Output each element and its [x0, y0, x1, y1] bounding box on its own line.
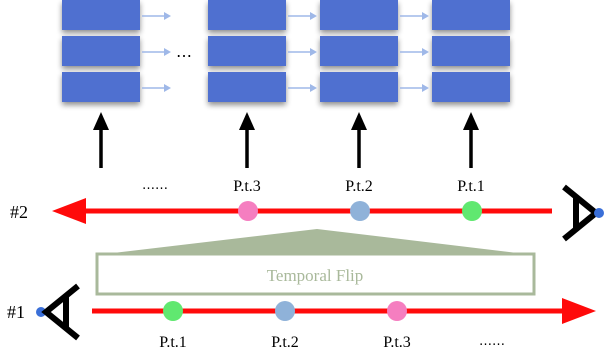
temporal-flip-box [95, 252, 536, 296]
timeline-1-point-3-label: P.t.3 [383, 334, 411, 351]
timeline-1-point-3 [387, 301, 407, 321]
timeline-1: #1 P.t.1 P.t.2 P.t.3 …… [7, 283, 596, 351]
up-arrow-icon [239, 112, 255, 168]
block-stacks [62, 0, 510, 102]
stack-connectors [142, 12, 429, 92]
timeline-1-ellipsis: …… [479, 334, 505, 349]
timeline-1-id: #1 [7, 302, 25, 322]
timeline-2: #2 P.t.3 P.t.2 P.t.1 …… [10, 178, 604, 242]
connector-arrow-icon [288, 12, 317, 20]
block [208, 72, 286, 102]
block [320, 36, 398, 66]
connector-arrow-icon [142, 84, 171, 92]
flip-funnel [96, 229, 534, 255]
timeline-1-point-2-label: P.t.2 [271, 334, 299, 351]
connector-arrow-icon [400, 12, 429, 20]
block [208, 0, 286, 30]
eye-icon [36, 283, 80, 341]
timeline-1-arrowhead-icon [562, 298, 596, 324]
block-stack-4 [432, 0, 510, 102]
connector-arrow-icon [142, 48, 171, 56]
timeline-2-point-3 [238, 201, 258, 221]
timeline-2-point-2 [350, 201, 370, 221]
timeline-2-arrowhead-icon [52, 198, 86, 224]
timeline-1-point-1 [163, 301, 183, 321]
connector-arrow-icon [288, 48, 317, 56]
block [320, 72, 398, 102]
timeline-2-point-3-label: P.t.3 [233, 178, 261, 195]
block-stack-2 [208, 0, 286, 102]
timeline-2-id: #2 [10, 202, 28, 222]
temporal-flip: Temporal Flip [95, 229, 536, 296]
timeline-1-point-2 [275, 301, 295, 321]
connector-arrow-icon [142, 12, 171, 20]
block [62, 0, 140, 30]
block-stack-3 [320, 0, 398, 102]
timeline-2-point-2-label: P.t.2 [345, 178, 373, 195]
timeline-2-point-1-label: P.t.1 [457, 178, 485, 195]
up-arrow-icon [463, 112, 479, 168]
timeline-2-ellipsis: …… [142, 178, 168, 193]
eye-icon [562, 184, 604, 242]
upward-arrows [93, 112, 479, 168]
up-arrow-icon [93, 112, 109, 168]
timeline-1-point-1-label: P.t.1 [159, 334, 187, 351]
block [432, 0, 510, 30]
connector-arrow-icon [288, 84, 317, 92]
block [432, 36, 510, 66]
temporal-flip-label: Temporal Flip [267, 266, 364, 285]
block [62, 36, 140, 66]
stack-ellipsis: … [176, 42, 192, 61]
timeline-2-point-1 [462, 201, 482, 221]
connector-arrow-icon [400, 48, 429, 56]
block [432, 72, 510, 102]
connector-arrow-icon [400, 84, 429, 92]
block-stack-1 [62, 0, 140, 102]
block [208, 36, 286, 66]
block [62, 72, 140, 102]
up-arrow-icon [351, 112, 367, 168]
block [320, 0, 398, 30]
